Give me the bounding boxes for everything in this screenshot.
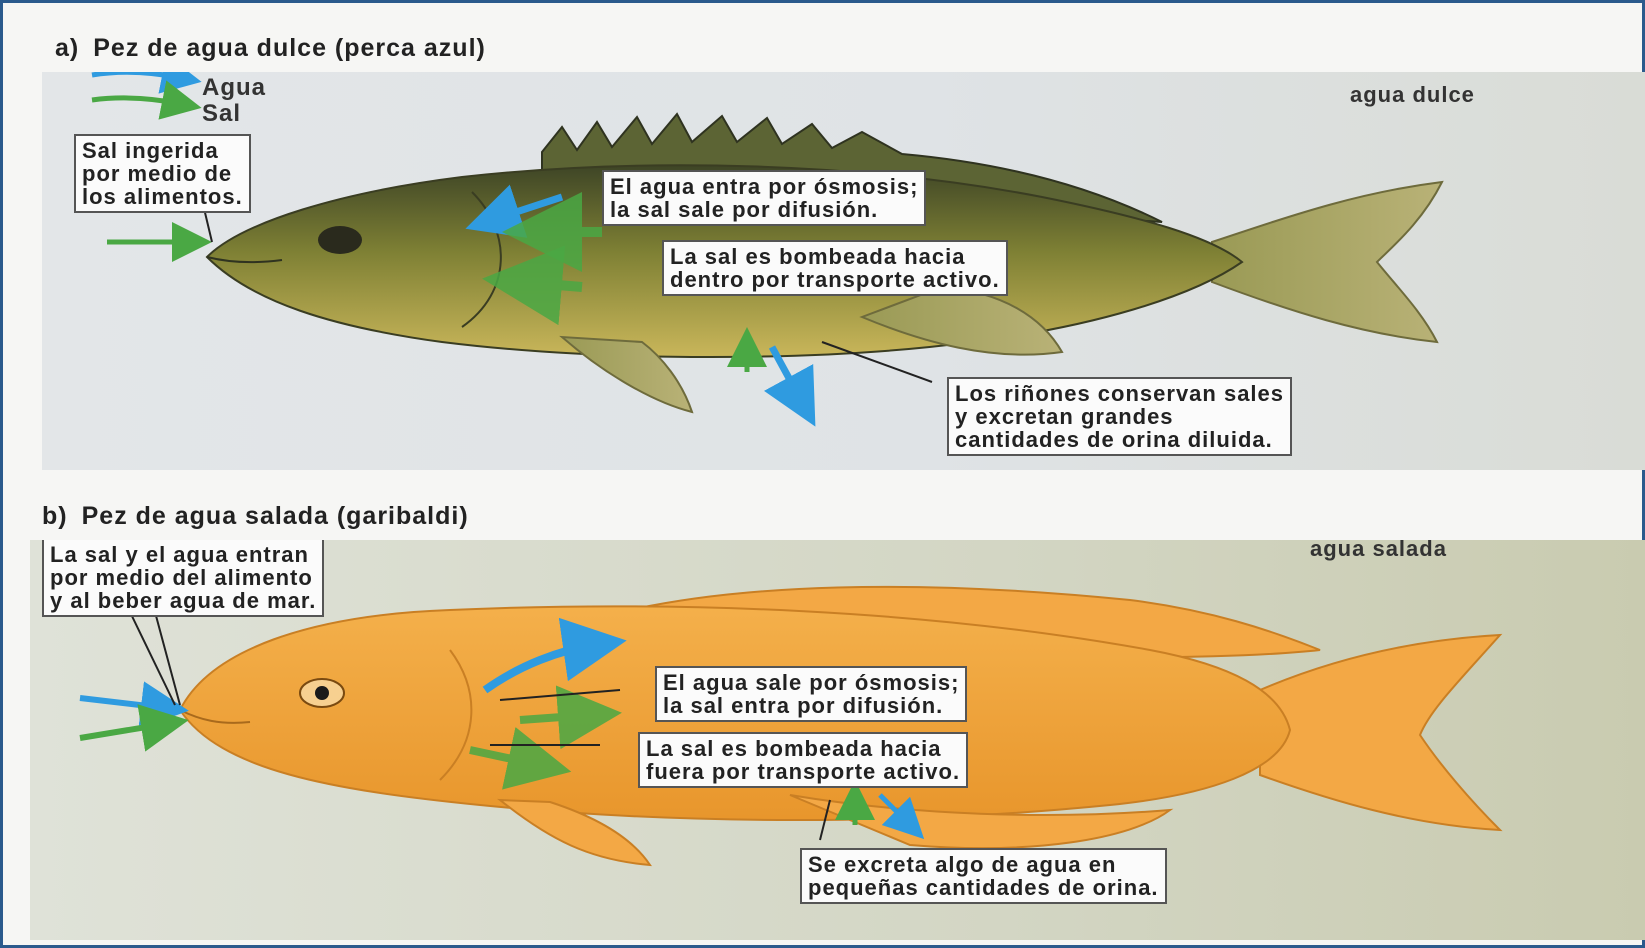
callout-line: por medio de [82, 162, 243, 185]
callout-water-osmosis-out: El agua sale por ósmosis; la sal entra p… [655, 666, 967, 722]
bluegill-tail [1212, 182, 1442, 342]
callout-line: la sal entra por difusión. [663, 694, 959, 717]
callout-line: La sal y el agua entran [50, 543, 316, 566]
callout-line: Los riñones conservan sales [955, 382, 1284, 405]
callout-salt-pumped-out: La sal es bombeada hacia fuera por trans… [638, 732, 968, 788]
panel-b-heading: b) Pez de agua salada (garibaldi) [42, 502, 469, 531]
legend-water-arrow [92, 72, 182, 78]
callout-line: Sal ingerida [82, 139, 243, 162]
panel-b-title: Pez de agua salada (garibaldi) [82, 502, 469, 530]
panel-a-title: Pez de agua dulce (perca azul) [93, 34, 486, 62]
callout-line: y al beber agua de mar. [50, 589, 316, 612]
callout-line: pequeñas cantidades de orina. [808, 876, 1159, 899]
callout-line: El agua entra por ósmosis; [610, 175, 918, 198]
saltwater-label: agua salada [1310, 540, 1447, 562]
legend-salt-label: Sal [202, 100, 241, 128]
callout-line: la sal sale por difusión. [610, 198, 918, 221]
panel-a-tag: a) [55, 34, 79, 62]
callout-line: fuera por transporte activo. [646, 760, 960, 783]
bluegill-eye [318, 226, 362, 254]
legend-water-label: Agua [202, 74, 266, 102]
panel-a-heading: a) Pez de agua dulce (perca azul) [55, 34, 486, 63]
saltwater-panel: agua salada La sal y el agua entran por … [30, 540, 1645, 940]
freshwater-panel: Agua Sal agua dulce Sal ingerida por med… [42, 72, 1645, 470]
callout-line: El agua sale por ósmosis; [663, 671, 959, 694]
garibaldi-tail [1260, 635, 1500, 830]
callout-salt-water-intake: La sal y el agua entran por medio del al… [42, 540, 324, 617]
callout-salt-pumped-in: La sal es bombeada hacia dentro por tran… [662, 240, 1008, 296]
callout-line: los alimentos. [82, 185, 243, 208]
callout-line: Se excreta algo de agua en [808, 853, 1159, 876]
callout-line: cantidades de orina diluida. [955, 428, 1284, 451]
callout-salt-ingested: Sal ingerida por medio de los alimentos. [74, 134, 251, 213]
panel-b-tag: b) [42, 502, 68, 530]
callout-line: La sal es bombeada hacia [670, 245, 1000, 268]
callout-excrete-urine: Se excreta algo de agua en pequeñas cant… [800, 848, 1167, 904]
callout-line: dentro por transporte activo. [670, 268, 1000, 291]
callout-line: por medio del alimento [50, 566, 316, 589]
callout-line: La sal es bombeada hacia [646, 737, 960, 760]
freshwater-label: agua dulce [1350, 82, 1475, 108]
callout-kidneys-dilute-urine: Los riñones conservan sales y excretan g… [947, 377, 1292, 456]
callout-water-osmosis-in: El agua entra por ósmosis; la sal sale p… [602, 170, 926, 226]
callout-line: y excretan grandes [955, 405, 1284, 428]
legend-salt-arrow [92, 98, 182, 104]
